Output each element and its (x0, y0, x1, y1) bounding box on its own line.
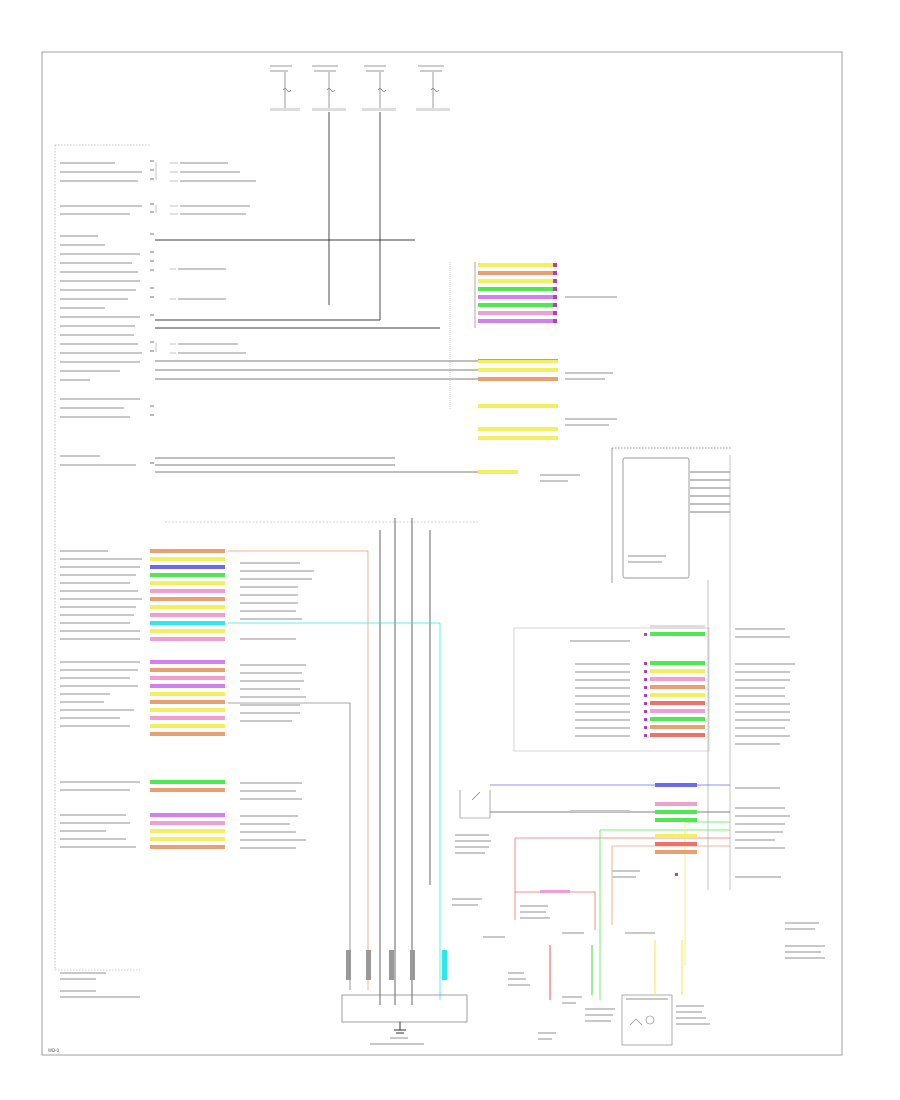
harness-wires-lower (228, 550, 441, 1000)
fuse-group-top (270, 72, 450, 111)
bottom-right-feeds (549, 940, 683, 1000)
connector-block-upper-3 (478, 404, 617, 440)
drop-lines-center (379, 518, 431, 1005)
ecu-module-label (628, 555, 666, 563)
power-bus-lines (155, 112, 440, 329)
connector-block-upper-2 (478, 359, 613, 381)
footer-code: WD-0 (48, 1048, 59, 1053)
lower-right-wire-labels (540, 783, 697, 893)
fuse-icon (362, 72, 396, 111)
relay-labels (626, 998, 710, 1025)
connector-block-middle-right (513, 625, 710, 752)
module-title-block (60, 972, 140, 998)
fuse-icon (270, 72, 300, 111)
module-outline-left (54, 144, 150, 971)
fuse-icon (312, 72, 346, 111)
ground-icon (394, 1022, 406, 1034)
relay-icon (621, 994, 673, 1046)
signal-wires-lower-right (490, 784, 730, 1000)
fuse-label-strips (270, 65, 444, 72)
ecu-module-box (611, 447, 732, 583)
module-pin-labels-upper (60, 162, 142, 466)
module-pin-labels-lower (60, 550, 142, 848)
module-wire-tags-lower (150, 549, 225, 849)
connector-middle-right-labels (570, 628, 825, 959)
connector-block-upper-4 (478, 470, 580, 482)
pin-numbers-upper (150, 160, 154, 464)
fuse-icon (416, 72, 450, 111)
bottom-connector-labels (370, 898, 482, 1045)
diagram-border (41, 51, 843, 1056)
jumper-labels-upper (178, 162, 256, 354)
connector-pins-upper-1 (553, 263, 557, 323)
connector-pins-middle-right (644, 633, 647, 737)
jumper-wires-upper (155, 162, 178, 354)
harness-wires-upper (155, 360, 480, 473)
connector-block-upper-1 (449, 262, 617, 410)
switch-labels (455, 834, 491, 854)
bottom-connector (341, 950, 468, 1023)
switch-component (459, 790, 491, 819)
bottom-right-component-labels (483, 905, 655, 1040)
module-dest-labels-lower (240, 562, 314, 849)
